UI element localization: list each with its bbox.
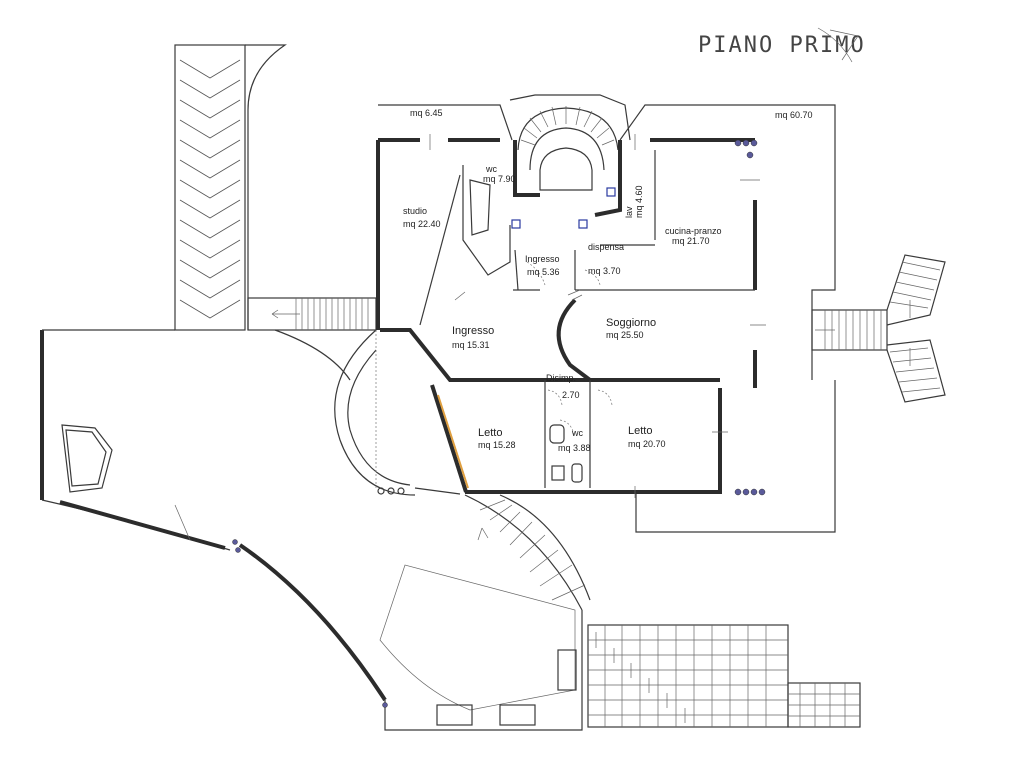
- wc-top-name: wc: [485, 164, 497, 174]
- letto2-area: mq 20.70: [628, 439, 666, 449]
- disimp-name: Disimp.: [546, 373, 576, 383]
- disimp-area: 2.70: [562, 390, 580, 400]
- letto1-name: Letto: [478, 427, 502, 439]
- columns: [232, 139, 766, 708]
- terrazzo-ne-area: mq 60.70: [775, 110, 813, 120]
- spiral-stair: [509, 94, 631, 229]
- soggiorno-area: mq 25.50: [606, 330, 644, 340]
- studio-area: mq 22.40: [403, 219, 441, 229]
- window-letto: [437, 394, 469, 489]
- letto1-area: mq 15.28: [478, 440, 516, 450]
- ingresso-small-area: mq 5.36: [527, 267, 560, 277]
- lav-area: mq 4.60: [634, 185, 644, 218]
- bathroom-fixtures: [549, 424, 583, 483]
- plan-title: PIANO PRIMO: [698, 33, 866, 58]
- entrance-steps: [274, 329, 461, 496]
- wc-bottom-name: wc: [571, 428, 583, 438]
- letto2-name: Letto: [628, 425, 652, 437]
- soggiorno-name: Soggiorno: [606, 317, 656, 329]
- left-terrace: [40, 329, 583, 731]
- house-walls: [376, 104, 836, 533]
- window-marks: [429, 134, 766, 498]
- ingresso-main-area: mq 15.31: [452, 340, 490, 350]
- cucina-name: cucina-pranzo: [665, 226, 722, 236]
- ingresso-main-name: Ingresso: [452, 325, 494, 337]
- cucina-area: mq 21.70: [672, 236, 710, 246]
- room-labels: mq 6.45 mq 60.70 wc mq 7.90 studio mq 22…: [403, 108, 813, 453]
- south-stair: [464, 494, 591, 611]
- north-arrow-icon: [817, 27, 859, 63]
- wc-top-area: mq 7.90: [483, 174, 516, 184]
- studio-name: studio: [403, 206, 427, 216]
- terrazzo-nw-area: mq 6.45: [410, 108, 443, 118]
- wc-bottom-area: mq 3.88: [558, 443, 591, 453]
- door-swings: [526, 261, 613, 437]
- dispensa-name: dispensa: [588, 242, 624, 252]
- ingresso-small-name: Ingresso: [525, 254, 560, 264]
- east-stair: [811, 254, 946, 403]
- stone-paving: [587, 624, 861, 728]
- left-ramp: [174, 44, 377, 331]
- lav-name: lav: [624, 206, 634, 218]
- dispensa-area: mq 3.70: [588, 266, 621, 276]
